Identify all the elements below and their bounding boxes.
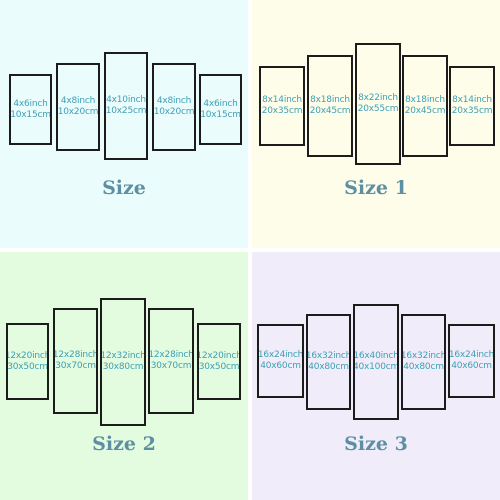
panel-size-cm: 10x25cm [105, 106, 147, 116]
canvas-panel: 12x20inch 30x50cm [6, 323, 49, 400]
panel-size-inch: 4x8inch [60, 96, 96, 106]
panel-size-cm: 40x100cm [353, 362, 399, 372]
canvas-panel: 8x14inch 20x35cm [259, 66, 305, 146]
canvas-panel: 8x22inch 20x55cm [355, 43, 401, 165]
panel-size-cm: 40x80cm [403, 362, 444, 372]
canvas-panel: 8x18inch 20x45cm [307, 55, 353, 157]
canvas-panel: 12x28inch 30x70cm [148, 308, 194, 414]
panel-size-inch: 8x18inch [310, 95, 350, 105]
size-set-title: Size 2 [92, 433, 156, 455]
panel-size-cm: 30x70cm [150, 361, 192, 371]
panel-size-inch: 8x18inch [405, 95, 445, 105]
panel-size-inch: 12x20inch [197, 350, 241, 361]
canvas-panel: 4x6inch 10x15cm [9, 74, 52, 145]
canvas-panel: 16x40inch 40x100cm [353, 304, 399, 420]
panel-size-cm: 10x20cm [57, 107, 99, 117]
panel-size-cm: 20x35cm [451, 106, 493, 116]
canvas-panel: 12x28inch 30x70cm [53, 308, 98, 414]
panel-size-cm: 30x70cm [55, 361, 96, 371]
panel-size-cm: 20x45cm [404, 106, 446, 116]
canvas-panel: 4x8inch 10x20cm [152, 63, 196, 151]
panel-size-inch: 12x32inch [100, 351, 146, 361]
panel-size-inch: 4x6inch [13, 98, 48, 109]
panel-size-cm: 30x50cm [7, 361, 48, 372]
canvas-panel: 8x18inch 20x45cm [402, 55, 448, 157]
panel-size-inch: 12x20inch [6, 350, 49, 361]
panel-size-inch: 12x28inch [53, 350, 98, 360]
panel-size-inch: 16x24inch [257, 350, 304, 360]
canvas-panel: 12x32inch 30x80cm [100, 298, 146, 426]
size-set-title: Size [102, 177, 146, 199]
panel-size-cm: 40x80cm [308, 362, 349, 372]
panel-size-cm: 20x35cm [261, 106, 303, 116]
panel-size-cm: 30x50cm [198, 361, 240, 372]
panel-size-inch: 8x14inch [452, 95, 492, 105]
panel-size-inch: 4x10inch [106, 95, 146, 105]
panel-size-cm: 40x60cm [451, 361, 492, 371]
panel-size-cm: 40x60cm [260, 361, 301, 371]
panel-size-inch: 4x8inch [156, 96, 192, 106]
size-set-2: 12x20inch 30x50cm 12x28inch 30x70cm 12x3… [0, 252, 248, 500]
canvas-panel: 16x32inch 40x80cm [401, 314, 446, 410]
panel-size-inch: 16x32inch [401, 351, 446, 361]
panel-size-inch: 8x14inch [262, 95, 302, 105]
panel-size-inch: 4x6inch [203, 98, 238, 109]
panel-size-cm: 10x20cm [153, 107, 195, 117]
panel-size-inch: 8x22inch [358, 93, 398, 103]
canvas-panel: 16x24inch 40x60cm [257, 324, 304, 398]
size-set-1: 8x14inch 20x35cm 8x18inch 20x45cm 8x22in… [252, 0, 500, 248]
canvas-panel: 16x24inch 40x60cm [448, 324, 495, 398]
panel-size-cm: 30x80cm [102, 362, 144, 372]
size-set-3: 16x24inch 40x60cm 16x32inch 40x80cm 16x4… [252, 252, 500, 500]
canvas-panel: 4x8inch 10x20cm [56, 63, 100, 151]
panel-size-cm: 20x45cm [309, 106, 351, 116]
canvas-panel: 8x14inch 20x35cm [449, 66, 495, 146]
panel-size-cm: 10x15cm [200, 109, 241, 120]
panel-size-cm: 20x55cm [357, 104, 399, 114]
canvas-panel: 16x32inch 40x80cm [306, 314, 351, 410]
size-set-title: Size 1 [344, 177, 408, 199]
canvas-panel: 12x20inch 30x50cm [197, 323, 241, 400]
canvas-panel: 4x10inch 10x25cm [104, 52, 148, 160]
panel-size-inch: 16x32inch [306, 351, 351, 361]
size-set-0: 4x6inch 10x15cm 4x8inch 10x20cm 4x10inch… [0, 0, 248, 248]
canvas-panel: 4x6inch 10x15cm [199, 74, 242, 145]
panel-size-cm: 10x15cm [10, 109, 51, 120]
panel-size-inch: 16x24inch [448, 350, 495, 360]
size-set-title: Size 3 [344, 433, 408, 455]
panel-size-inch: 12x28inch [148, 350, 194, 360]
panel-size-inch: 16x40inch [353, 351, 399, 361]
